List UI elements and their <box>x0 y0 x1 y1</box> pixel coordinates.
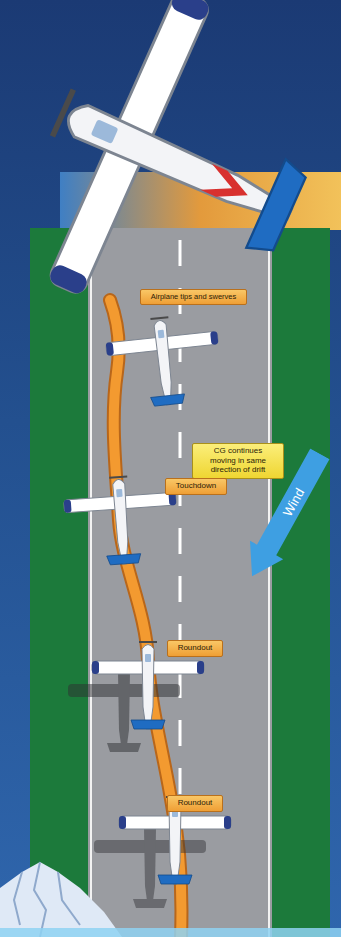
mountain-shading <box>14 862 80 937</box>
callout-text: Roundout <box>177 643 213 653</box>
callout-text: Airplane tips and swerves <box>150 292 237 301</box>
plane-shadow <box>94 824 206 909</box>
bottom-glow <box>0 928 341 937</box>
trim-stripe <box>200 164 253 209</box>
grass-strip <box>30 228 88 937</box>
grass-strip <box>272 228 330 937</box>
arrow-fill <box>235 445 336 586</box>
callout-box: Roundout <box>167 640 223 657</box>
runway <box>88 228 272 937</box>
callout-text: Touchdown <box>175 481 217 491</box>
runway-edge-line <box>90 228 92 937</box>
airplane-swerving <box>104 312 224 410</box>
airplane-body <box>0 0 341 360</box>
callout-box: Roundout <box>167 795 223 812</box>
callout-box: Airplane tips and swerves <box>140 289 247 305</box>
plane-shadow <box>68 668 180 753</box>
callout-text: CG continues moving in same direction of… <box>202 446 274 475</box>
airplane-tipping <box>0 0 341 360</box>
callout-box: CG continues moving in same direction of… <box>192 443 284 479</box>
callout-text: Roundout <box>177 798 213 808</box>
airplane-touchdown <box>62 473 180 568</box>
runway-edge-line <box>268 228 270 937</box>
callout-box: Touchdown <box>165 478 227 495</box>
mountain <box>0 862 122 937</box>
